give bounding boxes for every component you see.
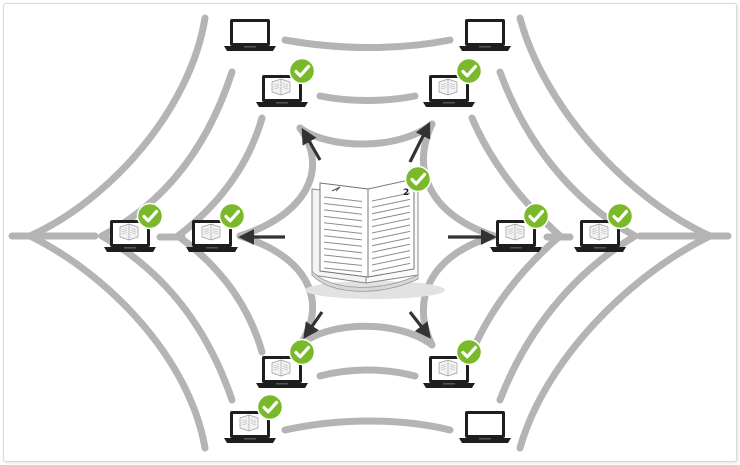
connection-line — [420, 120, 498, 240]
ledger-line — [323, 196, 363, 202]
ledger-line — [371, 192, 411, 202]
checkmark-icon — [605, 201, 635, 231]
broadcast-arrow — [303, 311, 324, 339]
ledger-line — [323, 267, 363, 273]
ledger-copy-icon — [271, 359, 291, 377]
connection-line — [296, 120, 436, 148]
laptop-icon — [186, 201, 247, 252]
laptop-icon — [256, 56, 317, 107]
checkmark-icon — [287, 337, 317, 367]
ledger-page-number: 2 — [403, 188, 409, 198]
laptop-body — [224, 19, 276, 51]
ledger-copy-icon — [589, 223, 609, 241]
ledger-line — [371, 230, 411, 240]
ledger-line — [371, 198, 411, 208]
ledger-copy-icon — [239, 414, 259, 432]
connection-line — [26, 14, 209, 240]
ledger-line — [323, 209, 363, 215]
ledger-line — [323, 222, 363, 228]
ledger-copy-icon — [438, 359, 458, 377]
connection-line — [496, 232, 639, 404]
checkmark-icon — [217, 201, 247, 231]
broadcast-arrow — [408, 121, 431, 163]
laptop-icon — [423, 56, 484, 107]
ledger-line — [371, 205, 411, 215]
ledger-copy-icon — [271, 78, 291, 96]
ledger-line — [323, 261, 363, 266]
checkmark-icon — [454, 337, 484, 367]
laptop-icon — [104, 201, 165, 252]
ledger-copy-icon — [201, 223, 221, 241]
broadcast-arrow — [408, 311, 431, 339]
connection-line — [281, 417, 454, 434]
checkmark-icon — [521, 201, 551, 231]
connection-line — [516, 232, 714, 452]
laptop-icon — [256, 337, 317, 388]
ledger-copy-icon — [505, 223, 525, 241]
ledger-line — [371, 256, 411, 266]
checkmark-badge — [403, 164, 433, 194]
ledger-line — [371, 218, 411, 228]
ledger-line — [323, 248, 363, 254]
ledger-book-icon: 2 — [305, 178, 445, 299]
ledger-line — [323, 254, 363, 260]
ledger-copy-icon — [119, 223, 139, 241]
laptop-body — [459, 19, 511, 51]
ledger-line — [371, 243, 411, 253]
ledger-line — [323, 241, 363, 247]
broadcast-arrow — [301, 127, 322, 161]
ledger-mark — [331, 186, 341, 192]
ledger-line — [371, 237, 411, 247]
ledger-copy-icon — [438, 78, 458, 96]
checkmark-icon — [255, 392, 285, 422]
checkmark-icon — [135, 201, 165, 231]
connection-line — [316, 92, 419, 104]
checkmark-icon — [287, 56, 317, 86]
checkmark-icon — [454, 56, 484, 86]
ledger-line — [323, 202, 363, 209]
connection-line — [468, 232, 564, 356]
ledger-line — [323, 235, 363, 241]
ledger-line — [371, 224, 411, 234]
connection-line — [281, 36, 454, 51]
ledger-line — [323, 228, 363, 234]
connection-line — [316, 366, 419, 380]
connection-line — [98, 68, 236, 240]
ledger-line — [371, 262, 411, 272]
connection-line — [174, 232, 266, 356]
connection-line — [296, 322, 436, 349]
checkmark-icon — [403, 164, 433, 194]
connection-line — [26, 232, 209, 452]
connection-line — [516, 14, 714, 240]
ledger-line — [323, 215, 363, 222]
laptop-icon — [224, 19, 276, 51]
laptop-body — [459, 411, 511, 443]
laptop-icon — [459, 19, 511, 51]
laptop-icon — [490, 201, 551, 252]
laptop-icon — [459, 411, 511, 443]
ledger-line — [371, 250, 411, 260]
ledger-line — [371, 211, 411, 221]
connection-line — [98, 232, 236, 404]
broadcast-arrows — [238, 121, 497, 339]
